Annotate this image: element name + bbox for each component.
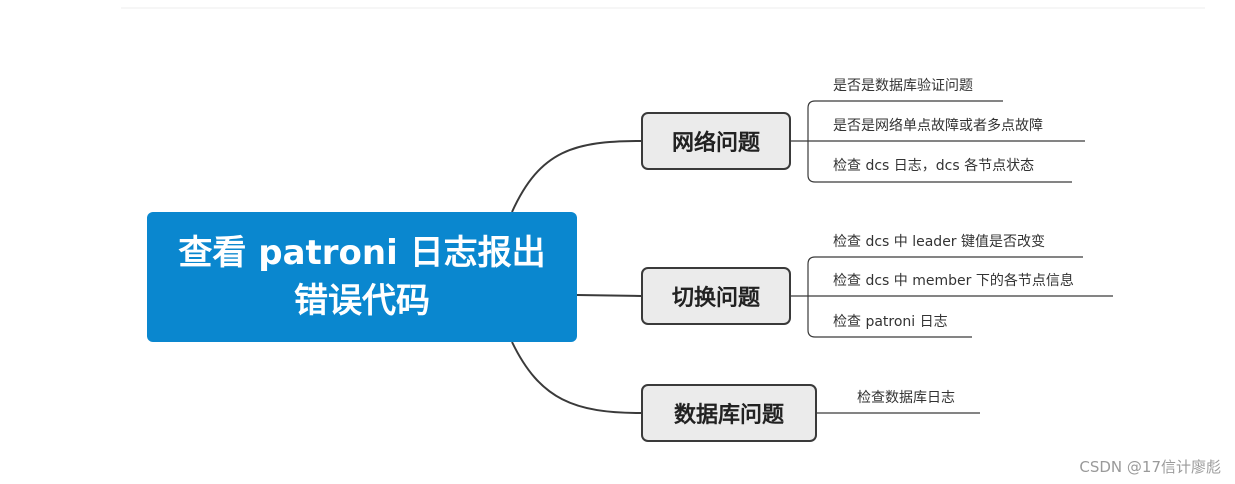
leaf-item[interactable]: 检查 dcs 中 member 下的各节点信息 [833, 273, 1074, 289]
leaf-item[interactable]: 检查 dcs 日志，dcs 各节点状态 [833, 158, 1035, 174]
leaf-item[interactable]: 是否是网络单点故障或者多点故障 [833, 118, 1043, 134]
watermark: CSDN @17信计廖彪 [1079, 458, 1221, 476]
leaf-item[interactable]: 检查 patroni 日志 [833, 314, 948, 330]
connector-root-to-branch-1 [511, 140, 642, 213]
branch-failover-issue[interactable]: 切换问题 [641, 267, 791, 325]
leaf-item[interactable]: 检查 dcs 中 leader 键值是否改变 [833, 234, 1046, 250]
branch-database-issue[interactable]: 数据库问题 [641, 384, 817, 442]
branch-label: 数据库问题 [673, 403, 784, 428]
branch-label: 网络问题 [671, 131, 760, 156]
connector-root-to-branch-2 [576, 294, 642, 297]
leaf-item[interactable]: 是否是数据库验证问题 [833, 78, 973, 94]
root-topic-line-2: 错误代码 [294, 281, 430, 321]
bracket-2 [807, 256, 830, 338]
root-topic[interactable]: 查看 patroni 日志报出 错误代码 [147, 212, 577, 342]
branch-label: 切换问题 [671, 286, 760, 311]
root-topic-line-1: 查看 patroni 日志报出 [178, 233, 546, 273]
connector-root-to-branch-3 [511, 341, 642, 414]
leaf-item[interactable]: 检查数据库日志 [857, 390, 955, 406]
branch-network-issue[interactable]: 网络问题 [641, 112, 791, 170]
